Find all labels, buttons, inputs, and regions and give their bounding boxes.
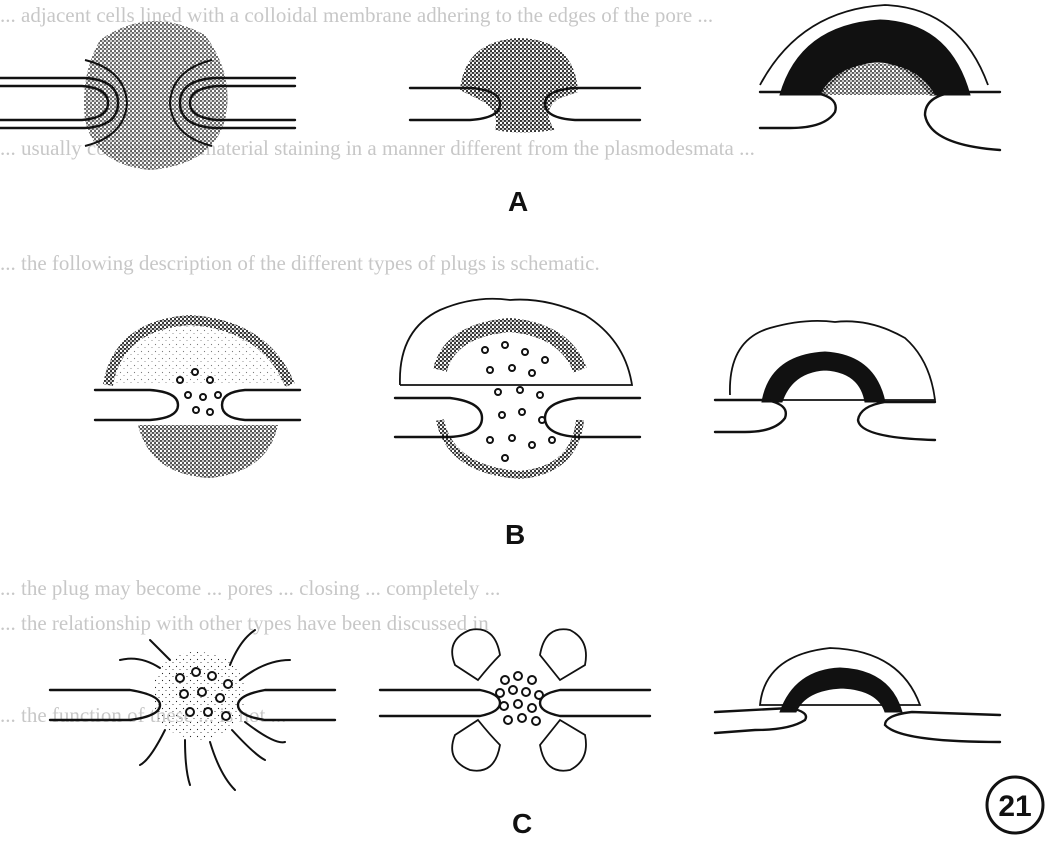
diagram-a2 (410, 38, 640, 133)
svg-text:... the function of these ...: ... the function of these ... is not ... (0, 703, 286, 727)
row-label-b: B (505, 519, 525, 550)
diagram-a3 (760, 5, 1000, 150)
figure-number-badge: 21 (987, 777, 1043, 833)
svg-text:... the relationship with othe: ... the relationship with other types ha… (0, 611, 489, 635)
diagram-c2 (380, 629, 650, 770)
row-b: B (95, 299, 935, 550)
diagram-b2 (395, 299, 640, 475)
svg-text:... adjacent cells lined with: ... adjacent cells lined with a colloida… (0, 3, 713, 27)
granules-b2 (482, 342, 555, 461)
row-label-a: A (508, 186, 528, 217)
diagram-b3 (715, 321, 935, 440)
row-a: A (0, 5, 1000, 217)
diagram-b1 (95, 320, 300, 478)
svg-text:... the following description: ... the following description of the dif… (0, 251, 600, 275)
row-c: C (50, 629, 1000, 839)
diagram-c3 (715, 648, 1000, 742)
svg-text:... the plug may become ... po: ... the plug may become ... pores ... cl… (0, 576, 500, 600)
figure-number: 21 (998, 790, 1031, 823)
row-label-c: C (512, 808, 532, 839)
